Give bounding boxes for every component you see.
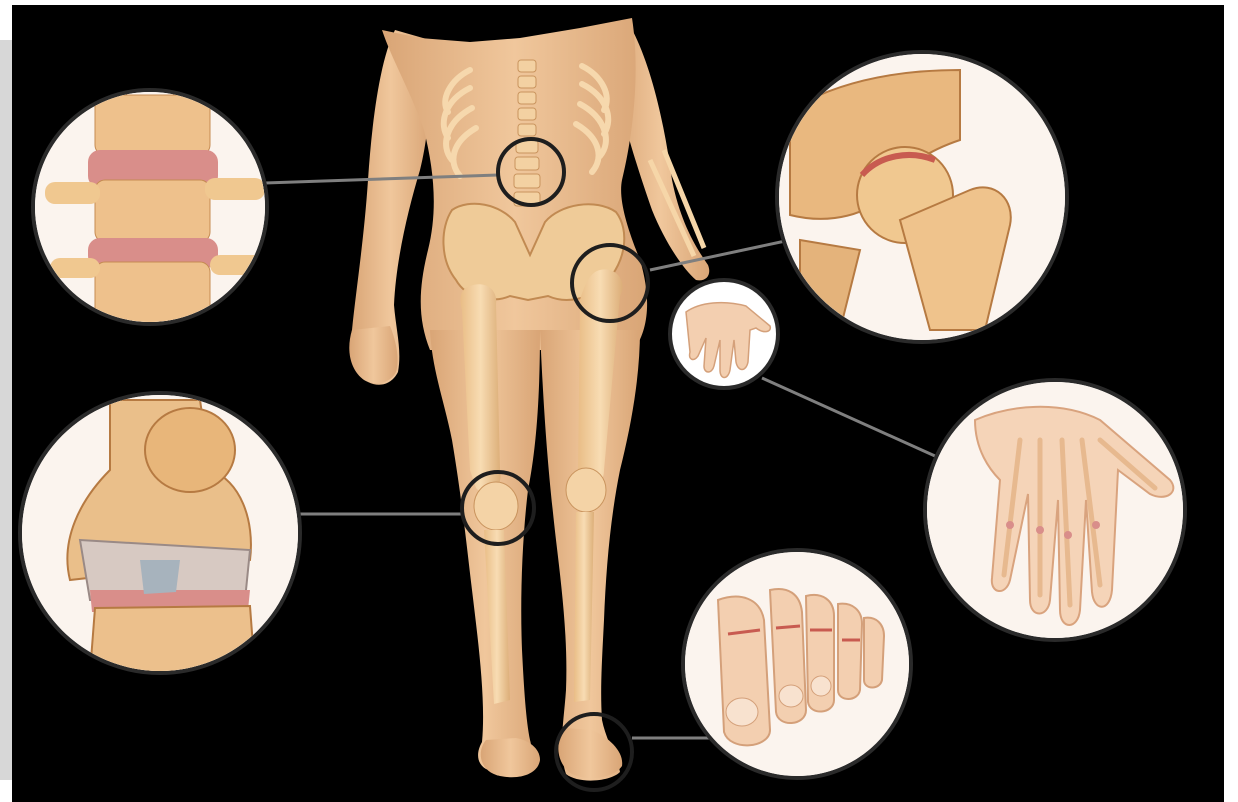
- left-kneecap: [566, 468, 606, 512]
- spine: [514, 60, 540, 206]
- callout-knee: [20, 393, 300, 673]
- callout-wrist-hand: [670, 280, 778, 388]
- right-kneecap: [474, 482, 518, 530]
- callout-hand: [925, 380, 1185, 640]
- callout-hip: [777, 52, 1067, 342]
- callout-foot: [683, 550, 913, 780]
